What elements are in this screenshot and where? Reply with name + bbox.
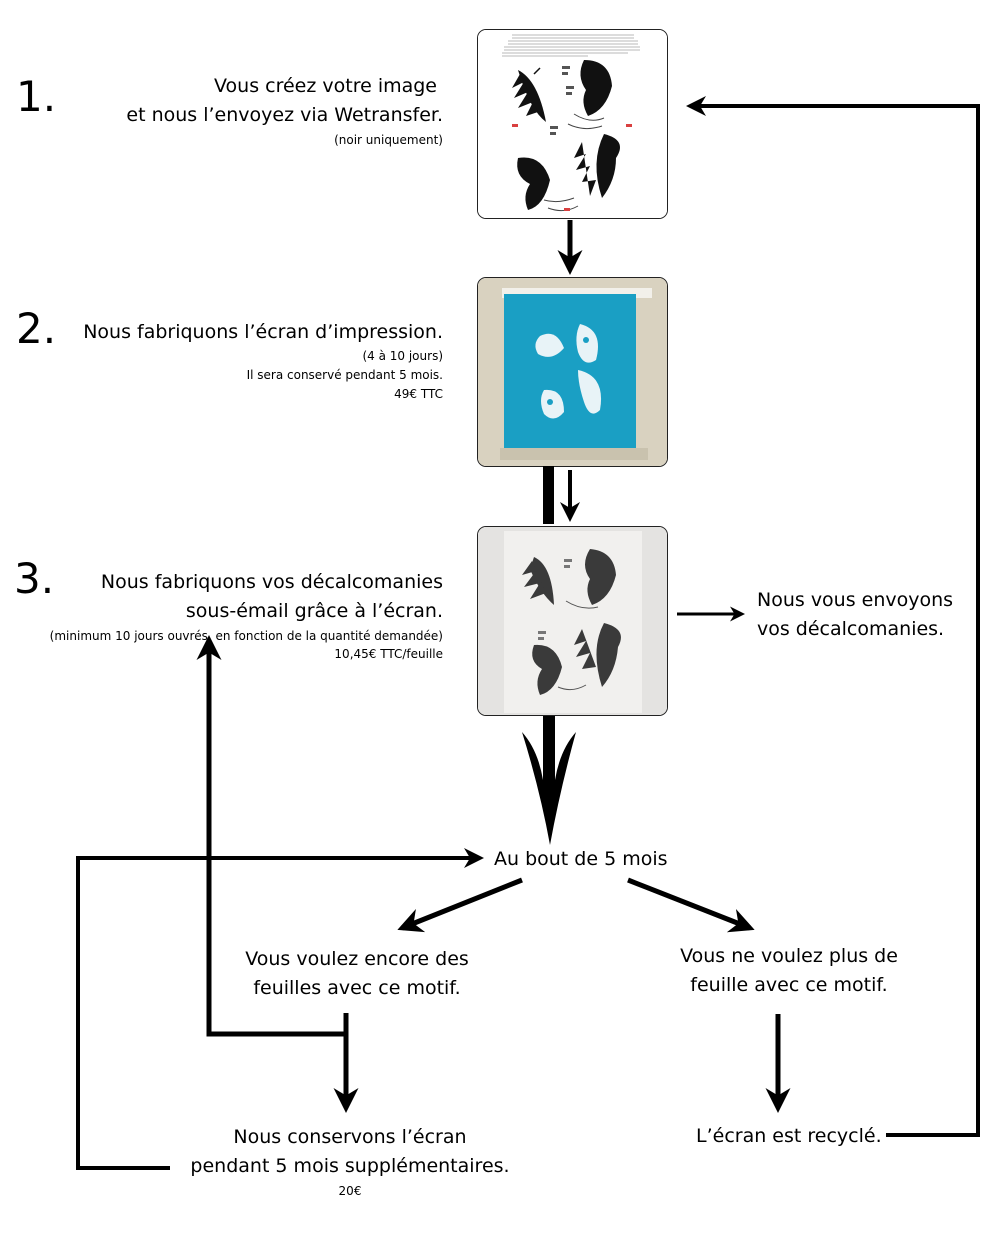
arrow-loop-to-step3 bbox=[196, 635, 346, 1037]
step-2-text: Nous fabriquons l’écran d’impression. (4… bbox=[83, 318, 443, 403]
step-3-price: 10,45€ TTC/feuille bbox=[334, 647, 443, 662]
step-3-line-2: sous-émail grâce à l’écran. bbox=[185, 600, 443, 623]
keep-result-text: Nous conservons l’écran pendant 5 mois s… bbox=[170, 1123, 530, 1200]
arrow-loop-to-after bbox=[76, 848, 484, 1170]
step-1-line-2: et nous l’envoyez via Wetransfer. bbox=[126, 104, 443, 127]
keep-choice-text: Vous voulez encore des feuilles avec ce … bbox=[218, 945, 496, 1004]
step-3-line-1: Nous fabriquons vos décalcomanies bbox=[100, 571, 443, 593]
step-1-note: (noir uniquement) bbox=[334, 132, 443, 147]
step-2-line-1: Nous fabriquons l’écran d’impression. bbox=[83, 321, 443, 343]
keep-result-line-2: pendant 5 mois supplémentaires. bbox=[190, 1155, 510, 1178]
stop-choice-text: Vous ne voulez plus de feuille avec ce m… bbox=[650, 942, 928, 1001]
stop-choice-line-2: feuille avec ce motif. bbox=[690, 974, 888, 997]
after-5-months-label: Au bout de 5 mois bbox=[494, 848, 668, 870]
step-3-number: 3. bbox=[14, 554, 55, 603]
recycle-label: L’écran est recyclé. bbox=[696, 1125, 882, 1147]
step-3-note: (minimum 10 jours ouvrés, en fonction de… bbox=[49, 628, 443, 643]
step-2-price: 49€ TTC bbox=[394, 386, 443, 401]
artwork-page-icon bbox=[478, 30, 667, 218]
keep-choice-line-1: Vous voulez encore des bbox=[245, 948, 469, 970]
send-line-2: vos décalcomanies. bbox=[757, 618, 945, 641]
artwork-image bbox=[477, 29, 668, 219]
step-1-text: Vous créez votre image et nous l’envoyez… bbox=[126, 72, 443, 149]
screen-image bbox=[477, 277, 668, 467]
step-2-note-2: Il sera conservé pendant 5 mois. bbox=[246, 368, 443, 383]
send-text: Nous vous envoyons vos décalcomanies. bbox=[757, 586, 953, 645]
arrow-to-keep-choice bbox=[397, 877, 523, 933]
step-1-line-1: Vous créez votre image bbox=[214, 75, 437, 97]
printed-decal-sheet-icon bbox=[478, 527, 667, 715]
screen-printing-frame-icon bbox=[478, 278, 667, 466]
arrow-step3-to-after bbox=[522, 716, 576, 845]
keep-result-price: 20€ bbox=[338, 1183, 362, 1198]
arrow-to-stop-choice bbox=[627, 877, 755, 933]
arrow-loop-to-step1 bbox=[686, 96, 980, 1137]
connector-bar bbox=[543, 466, 554, 524]
decals-image bbox=[477, 526, 668, 716]
step-2-note-1: (4 à 10 jours) bbox=[362, 349, 443, 364]
stop-choice-line-1: Vous ne voulez plus de bbox=[680, 945, 898, 967]
step-2-number: 2. bbox=[16, 304, 57, 353]
keep-choice-line-2: feuilles avec ce motif. bbox=[253, 977, 461, 1000]
send-line-1: Nous vous envoyons bbox=[757, 589, 954, 611]
keep-result-line-1: Nous conservons l’écran bbox=[233, 1126, 467, 1148]
step-3-text: Nous fabriquons vos décalcomanies sous-é… bbox=[50, 568, 443, 664]
step-1-number: 1. bbox=[16, 72, 57, 121]
